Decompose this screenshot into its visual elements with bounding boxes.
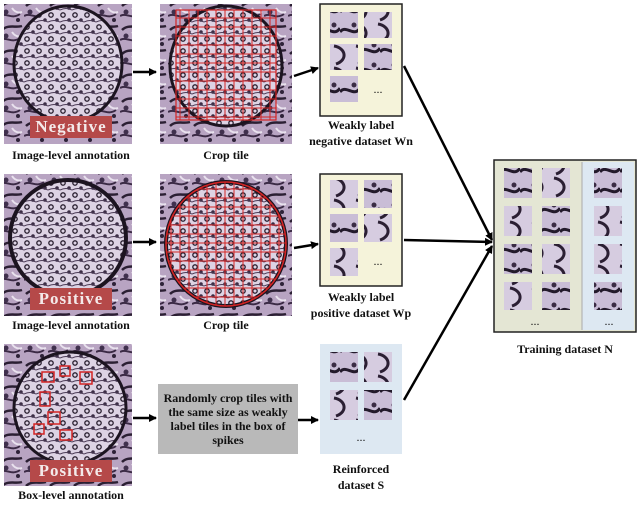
dataset-label-row3-line1: Reinforced [332, 462, 390, 476]
training-ellipsis-right: ... [604, 314, 614, 328]
dataset-label-row2-line1: Weakly label [327, 290, 395, 304]
crop-label-row2: Crop tile [203, 318, 249, 332]
training-dataset-label: Training dataset N [517, 342, 613, 356]
ellipsis-wp: ... [373, 254, 383, 268]
annotation-label-row3: Box-level annotation [18, 488, 124, 502]
training-ellipsis-left: ... [530, 314, 540, 328]
dataset-label-row1-line1: Weakly label [327, 118, 395, 132]
ellipsis-wn: ... [373, 82, 383, 96]
annotation-label-row1: Image-level annotation [12, 148, 130, 162]
spike-boxes [33, 365, 93, 441]
annotation-label-row2: Image-level annotation [12, 318, 130, 332]
arrow-crop-to-wp [293, 241, 319, 250]
training-dataset-box [493, 159, 637, 333]
crop-label-row1: Crop tile [203, 148, 249, 162]
negative-tag: Negative [30, 116, 112, 138]
arrows [133, 65, 494, 424]
arrow-crop-to-wn [293, 66, 319, 78]
negative-crop-image [160, 4, 292, 144]
positive-crop-image [160, 174, 292, 316]
reinforced-dataset-box [320, 344, 402, 454]
arrow-s-to-training [402, 245, 494, 401]
process-text: Randomly crop tiles with the same size a… [163, 391, 293, 447]
process-box: Randomly crop tiles with the same size a… [158, 384, 298, 454]
dataset-label-row3-line2: dataset S [337, 478, 385, 492]
arrow-wp-to-training [403, 237, 493, 246]
dataset-label-row2-line2: positive dataset Wp [310, 306, 412, 320]
negative-dataset-box [319, 3, 403, 117]
negative-sample-image [4, 4, 132, 144]
dataset-label-row1-line2: negative dataset Wn [309, 134, 413, 148]
positive-dataset-box [319, 173, 403, 287]
ellipsis-s: ... [356, 430, 366, 444]
arrow-wn-to-training [402, 65, 494, 241]
positive-box-tag: Positive [30, 460, 112, 482]
positive-tag: Positive [30, 288, 112, 310]
